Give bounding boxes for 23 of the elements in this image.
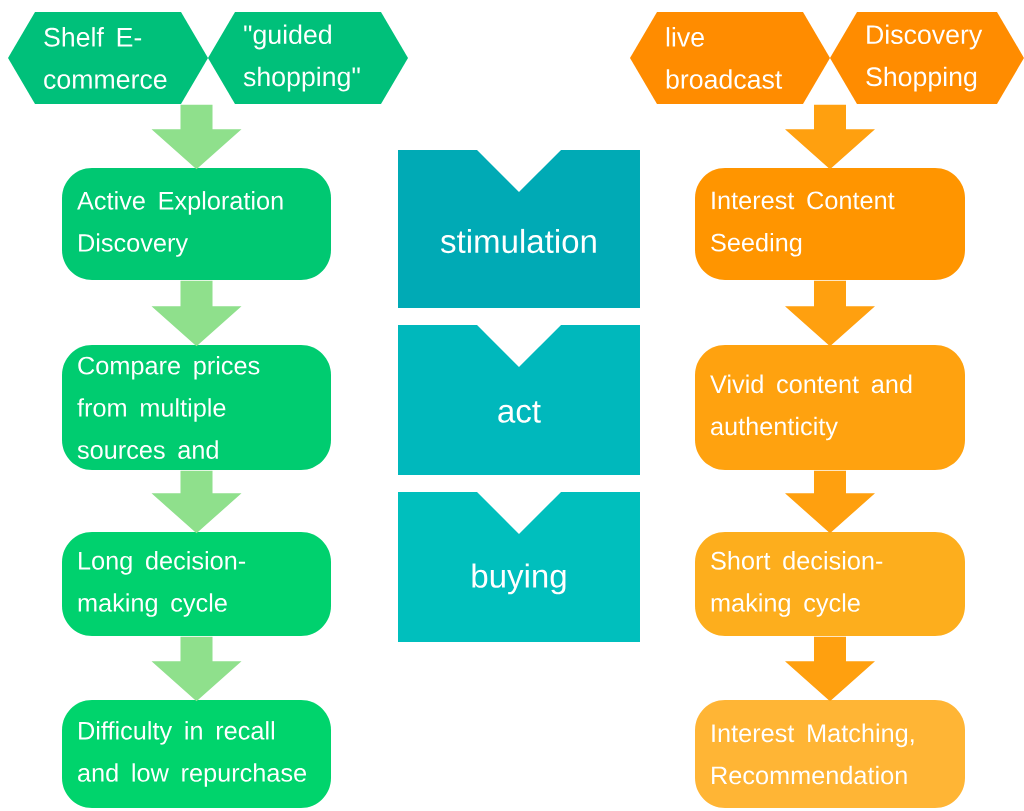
hexagon-tag: "guided shopping" xyxy=(208,12,408,104)
block-arrow xyxy=(151,104,242,170)
step-box: Interest Content Seeding xyxy=(695,168,965,280)
block-arrow xyxy=(151,636,242,702)
step-box: Long decision-making cycle xyxy=(62,532,331,636)
block-arrow xyxy=(785,280,875,347)
block-arrow xyxy=(151,280,242,347)
step-box: Active Exploration Discovery xyxy=(62,168,331,280)
hexagon-tag: live broadcast xyxy=(630,12,830,104)
hexagon-tag: Shelf E-commerce xyxy=(8,12,208,104)
step-box: Compare prices from multiple sources and xyxy=(62,345,331,470)
stage-chevron-box: act xyxy=(398,325,640,475)
hexagon-tag: Discovery Shopping xyxy=(830,12,1024,104)
block-arrow xyxy=(785,470,875,534)
block-arrow xyxy=(151,470,242,534)
step-box: Vivid content and authenticity xyxy=(695,345,965,470)
step-box: Short decision-making cycle xyxy=(695,532,965,636)
step-box: Interest Matching, Recommendation xyxy=(695,700,965,808)
block-arrow xyxy=(785,104,875,170)
block-arrow xyxy=(785,636,875,702)
step-box: Difficulty in recall and low repurchase xyxy=(62,700,331,808)
stage-chevron-box: buying xyxy=(398,492,640,642)
stage-chevron-box: stimulation xyxy=(398,150,640,308)
